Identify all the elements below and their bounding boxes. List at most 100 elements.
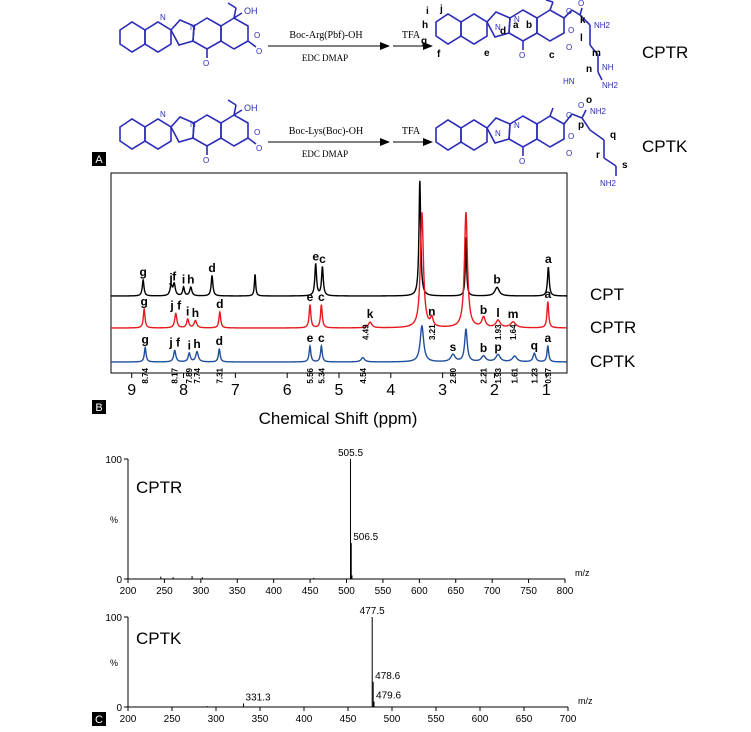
ms-y-axis-label: % <box>110 515 118 525</box>
ms-x-tick-label: 750 <box>520 586 537 597</box>
o-atom-label: O <box>566 43 572 52</box>
ms-peak-label: 505.5 <box>338 448 363 459</box>
panel-a-label-box <box>92 152 106 166</box>
ms-y-tick-label: 0 <box>116 575 122 586</box>
nmr-peak-label: h <box>187 272 194 286</box>
nmr-shift-label: 4.54 <box>359 367 368 383</box>
ms-x-tick-label: 600 <box>411 586 428 597</box>
o-atom-label: O <box>256 47 262 56</box>
hn-atom-label: HN <box>563 77 575 86</box>
arrow-head-icon <box>423 42 433 50</box>
ms-x-tick-label: 400 <box>265 586 282 597</box>
proton-letter: m <box>592 48 601 59</box>
nmr-integral-label: 4.49 <box>361 324 370 340</box>
ms-x-tick-label: 300 <box>208 714 225 725</box>
ms-x-tick-label: 600 <box>472 714 489 725</box>
nmr-series-name: CPT <box>590 285 624 304</box>
ms-peak-label: 478.6 <box>375 671 400 682</box>
nmr-peak-label: e <box>312 249 319 263</box>
ms-x-tick-label: 300 <box>192 586 209 597</box>
nmr-peak-label: j f <box>169 299 182 313</box>
nmr-peak-label: m <box>508 307 519 321</box>
nmr-x-tick-label: 1 <box>542 382 551 399</box>
cptk-atom-labels: N N O O O O O NH2 NH2 <box>495 101 617 188</box>
nmr-peak-label: g <box>142 333 149 347</box>
nmr-peak-label: a <box>544 287 551 301</box>
nmr-x-tick-label: 3 <box>438 382 447 399</box>
nmr-x-axis-label: Chemical Shift (ppm) <box>259 409 418 428</box>
nmr-peak-label: a <box>545 252 552 266</box>
nmr-peak-label: l <box>496 306 499 320</box>
ms-x-tick-label: 350 <box>252 714 269 725</box>
panel-b-label-box <box>92 400 106 414</box>
ms-x-tick-label: 550 <box>375 586 392 597</box>
nmr-shift-label: 7.31 <box>215 367 224 383</box>
nmr-peak-label: j f <box>168 335 181 349</box>
nmr-peak-label: n <box>428 304 435 318</box>
ms-x-tick-label: 500 <box>384 714 401 725</box>
ms-x-tick-label: 550 <box>428 714 445 725</box>
ms-x-tick-label: 800 <box>557 586 574 597</box>
nh2-atom-label: NH2 <box>602 81 619 90</box>
cptk-product-label: CPTK <box>642 137 688 156</box>
nmr-shift-label: 7.89 <box>185 367 194 383</box>
panel-a-reaction-schemes: OH N N O O O Boc-Arg(Pbf)-OH EDC DMAP TF… <box>92 0 688 188</box>
n-atom-label: N <box>514 15 520 24</box>
o-atom-label: O <box>203 156 209 165</box>
ms-peak-label: 331.3 <box>246 692 271 703</box>
ms-x-axis-label: m/z <box>578 696 593 706</box>
ms-x-tick-label: 200 <box>120 586 137 597</box>
oh-atom-label: OH <box>244 6 258 16</box>
nh-atom-label: NH <box>602 63 614 72</box>
nmr-peak-label: j <box>168 271 172 285</box>
nmr-peak-label: h <box>193 337 200 351</box>
nmr-peak-label: i <box>186 304 189 318</box>
proton-letter: n <box>586 64 592 75</box>
nmr-peak-label: i <box>188 338 191 352</box>
o-atom-label: O <box>566 111 572 120</box>
camptothecin-structure-1 <box>119 2 257 58</box>
nmr-shift-label: 1.23 <box>530 367 539 383</box>
reagent-label-1: Boc-Arg(Pbf)-OH <box>289 30 362 41</box>
reaction-1: OH N N O O O Boc-Arg(Pbf)-OH EDC DMAP TF… <box>119 0 688 90</box>
ms-y-tick-label: 100 <box>105 613 122 624</box>
ms-x-axis-label: m/z <box>575 568 590 578</box>
proton-letter: k <box>580 15 586 26</box>
conditions-label-2: EDC DMAP <box>302 149 348 159</box>
n-atom-label: N <box>495 23 501 32</box>
nmr-peak-label: c <box>318 290 325 304</box>
ms-x-tick-label: 400 <box>296 714 313 725</box>
o-atom-label: O <box>519 51 525 60</box>
n-atom-label: N <box>514 121 520 130</box>
ms-peak-label: 477.5 <box>360 606 385 617</box>
proton-letter: i <box>426 6 429 17</box>
ms-x-tick-label: 700 <box>560 714 577 725</box>
o-atom-label: O <box>254 128 260 137</box>
nmr-peak-label: d <box>216 334 223 348</box>
cptr-product-label: CPTR <box>642 43 688 62</box>
proton-letter: o <box>586 95 592 106</box>
arrow-head-icon <box>380 42 390 50</box>
ms-x-tick-label: 450 <box>340 714 357 725</box>
panel-a-label: A <box>95 154 103 166</box>
nmr-x-tick-label: 2 <box>490 382 499 399</box>
nh2-atom-label: NH2 <box>600 179 617 188</box>
nmr-shift-label: 2.21 <box>480 367 489 383</box>
ms-x-tick-label: 250 <box>164 714 181 725</box>
o-atom-label: O <box>568 132 574 141</box>
nmr-x-tick-label: 6 <box>283 382 292 399</box>
ms-cptr-label: CPTR <box>136 478 182 497</box>
cptk-proton-letters: o p q r s <box>578 95 628 171</box>
n-atom-label: N <box>160 13 166 22</box>
proton-letter: l <box>580 33 583 44</box>
nmr-x-tick-label: 7 <box>231 382 240 399</box>
ms-x-tick-label: 450 <box>302 586 319 597</box>
o-atom-label: O <box>254 31 260 40</box>
proton-letter: e <box>484 48 490 59</box>
